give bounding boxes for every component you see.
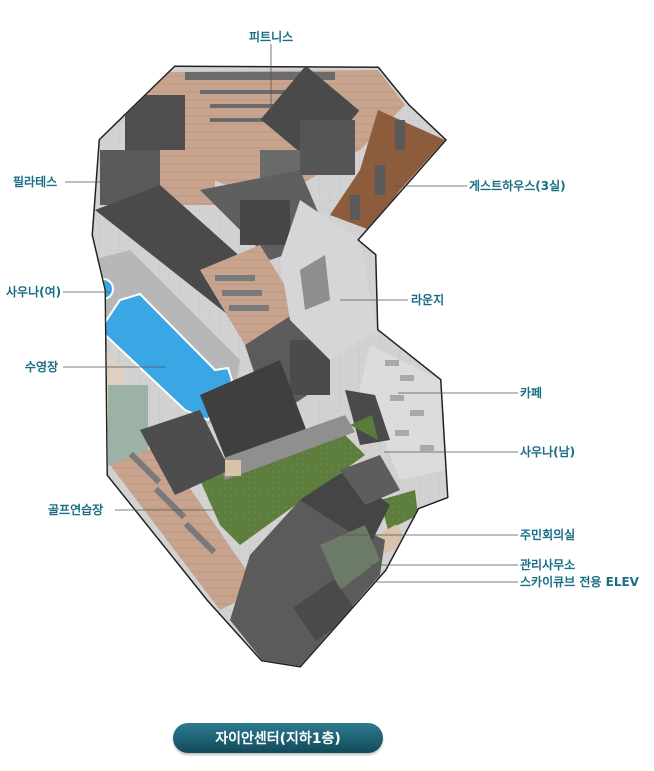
- label-fitness: 피트니스: [249, 30, 294, 44]
- label-guesthouse: 게스트하우스(3실): [469, 179, 566, 193]
- label-lounge: 라운지: [411, 293, 445, 307]
- label-sauna-women: 사우나(여): [6, 285, 62, 299]
- golf-green: [200, 430, 365, 545]
- label-sauna-men: 사우나(남): [520, 445, 576, 459]
- label-pool: 수영장: [25, 360, 59, 374]
- title-badge: 자이안센터(지하1층): [173, 723, 383, 753]
- lounge-area: [280, 200, 377, 360]
- floor-title: 자이안센터(지하1층): [215, 731, 341, 747]
- label-golf: 골프연습장: [48, 503, 104, 517]
- label-cafe: 카페: [520, 386, 543, 400]
- label-pilates: 필라테스: [13, 175, 58, 189]
- label-management-office: 관리사무소: [520, 558, 576, 572]
- label-skycube-elev: 스카이큐브 전용 ELEV: [520, 575, 639, 589]
- label-residents-meeting: 주민회의실: [520, 528, 576, 542]
